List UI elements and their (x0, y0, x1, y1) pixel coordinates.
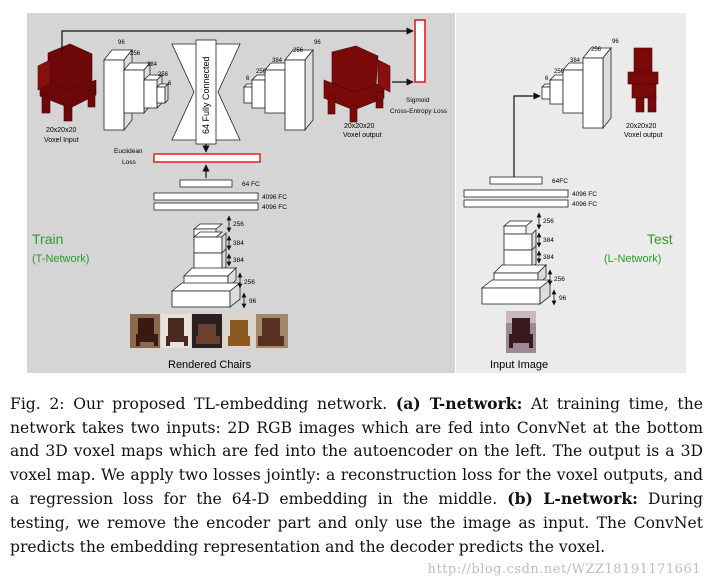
caption-fig-label: Fig. 2: Our proposed TL-embedding networ… (10, 395, 388, 413)
test-decoder-dim-6: 6 (545, 76, 549, 82)
convnet-test-dim-384b: 384 (543, 254, 554, 261)
convnet-stack-test (480, 220, 552, 305)
input-image-photo (506, 311, 536, 353)
sigmoid-loss-label: Sigmoid (406, 97, 430, 104)
fc4096-label-1: 4096 FC (262, 194, 287, 201)
convnet-train-dim-384: 384 (233, 240, 244, 247)
fc64-label: 64 FC (242, 181, 260, 188)
encoder-stack (103, 48, 169, 132)
train-sublabel: (T-Network) (32, 253, 89, 265)
voxel-output-size-label: 20x20x20 (344, 123, 374, 130)
convnet-train-dim-96: 96 (249, 298, 257, 305)
decoder-dim-256: 256 (256, 69, 267, 75)
test-decoder-dim-384: 384 (570, 58, 581, 64)
convnet-stack-train (170, 223, 242, 308)
test-decoder-stack (541, 46, 612, 130)
decoder-dim-256b: 256 (293, 48, 304, 54)
rendered-chairs-images (130, 314, 288, 348)
test-sublabel: (L-Network) (604, 253, 661, 265)
caption-a-text: At training time, the network takes two … (10, 395, 703, 509)
euclidean-loss-sublabel: Loss (122, 159, 136, 166)
voxel-input-label: Voxel Input (44, 137, 79, 144)
caption-b-label: (b) L-network: (507, 489, 638, 509)
euclidean-loss-label: Euclidean (114, 148, 143, 155)
rendered-chairs-label: Rendered Chairs (168, 359, 252, 371)
watermark-url: http://blog.csdn.net/WZZ18191171661 (427, 562, 701, 577)
convnet-test-dim-256: 256 (543, 218, 554, 225)
convnet-train-dim-256: 256 (233, 221, 244, 228)
test-voxel-output-size-label: 20x20x20 (626, 123, 656, 130)
test-fc4096-label-1: 4096 FC (572, 191, 597, 198)
test-fc4096-label-2: 4096 FC (572, 201, 597, 208)
fc64-layer (179, 179, 233, 188)
encoder-dim-6: 6 (168, 81, 172, 87)
test-fc64-label: 64FC (552, 178, 568, 185)
test-decoder-dim-256b: 256 (591, 47, 602, 53)
caption-b-text: During testing, we remove the encoder pa… (10, 490, 703, 556)
voxel-input-chair-image (37, 43, 97, 122)
decoder-dim-96: 96 (314, 40, 321, 46)
test-fc4096-layer-2 (463, 199, 569, 208)
encoder-dim-384: 384 (147, 62, 158, 68)
test-fc4096-layer-1 (463, 189, 569, 198)
test-fc64-to-decoder-arrow (513, 92, 541, 178)
euclidean-loss-box (153, 153, 261, 163)
voxel-input-size-label: 20x20x20 (46, 127, 76, 134)
test-voxel-output-chair-image (627, 47, 659, 113)
figure-caption: Fig. 2: Our proposed TL-embedding networ… (10, 392, 703, 559)
caption-a-label: (a) T-network: (395, 394, 523, 413)
fc4096-label-2: 4096 FC (262, 204, 287, 211)
train-label: Train (32, 231, 63, 247)
test-voxel-output-label: Voxel output (624, 132, 663, 139)
decoder-stack (243, 48, 314, 132)
fully-connected-label: 64 Fully Connected (201, 56, 211, 134)
test-decoder-dim-256: 256 (554, 69, 565, 75)
test-decoder-dim-96: 96 (612, 39, 619, 45)
encoder-dim-256b: 256 (158, 72, 169, 78)
sigmoid-loss-sublabel: Cross-Entropy Loss (390, 108, 448, 115)
input-image-label: Input Image (490, 359, 548, 371)
convnet-train-dim-256b: 256 (244, 279, 255, 286)
convnet-train-dim-384b: 384 (233, 257, 244, 264)
sigmoid-loss-box (414, 19, 426, 83)
input-to-loss-arrow (61, 27, 414, 52)
fc4096-layer-2 (153, 202, 259, 211)
test-fc64-layer (489, 176, 543, 185)
voxel-output-label: Voxel output (343, 132, 382, 139)
test-label: Test (647, 231, 673, 247)
encoder-dim-96: 96 (118, 40, 125, 46)
voxel-output-chair-image (323, 45, 391, 123)
convnet-test-dim-256b: 256 (554, 276, 565, 283)
decoder-dim-384: 384 (272, 58, 283, 64)
fc4096-layer-1 (153, 192, 259, 201)
network-diagram-figure: 20x20x20 Voxel Input 96 256 384 256 6 64… (27, 13, 686, 373)
decoder-dim-6: 6 (246, 76, 250, 82)
convnet-test-arrows (536, 212, 557, 306)
convnet-test-dim-96: 96 (559, 295, 567, 302)
convnet-test-dim-384: 384 (543, 237, 554, 244)
convnet-train-arrows (226, 215, 247, 309)
encoder-dim-256: 256 (130, 51, 141, 57)
